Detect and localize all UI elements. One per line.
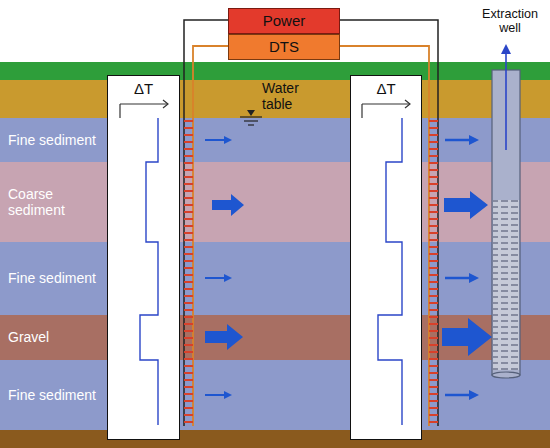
node-text: Extraction well: [472, 7, 548, 36]
temperature-profile: [378, 118, 402, 425]
grass-layer: [0, 62, 550, 80]
water-table-marker: [247, 110, 255, 116]
profile-panel: ΔT: [107, 75, 180, 440]
water-table-symbol: [240, 117, 262, 125]
water-table-label: Water table: [262, 80, 312, 112]
well-screen: [493, 200, 519, 370]
sediment-band: Fine sediment: [0, 242, 104, 315]
well-flow-arrow: [501, 44, 511, 54]
power-wire: [184, 20, 228, 426]
node-text: Fine sediment: [8, 132, 96, 148]
dts-box: DTS: [228, 34, 340, 60]
coarse-layer: [0, 162, 550, 242]
well-bottom: [492, 372, 520, 378]
well-flow-line: [505, 52, 507, 150]
power-box: Power: [228, 8, 340, 34]
profile-panel: ΔT: [350, 75, 422, 440]
gravel-layer: [0, 315, 550, 360]
fine-layer: [0, 242, 550, 315]
node-text: Coarse sediment: [8, 186, 100, 218]
panel-ground: [350, 75, 422, 440]
node-text: Fine sediment: [8, 270, 96, 286]
bedrock-layer: [0, 430, 550, 448]
temperature-profile: [140, 118, 158, 425]
node-text: DTS: [269, 38, 299, 55]
heating-ticks: [429, 120, 438, 424]
power-wire: [340, 20, 438, 426]
fiber-cable: [193, 46, 228, 426]
sediment-band: Coarse sediment: [0, 162, 104, 242]
fiber-cable: [340, 46, 429, 426]
node-text: Power: [263, 12, 306, 29]
node-text: Gravel: [8, 329, 49, 345]
heating-ticks: [184, 120, 193, 424]
fine-layer: [0, 118, 550, 162]
flow-arrows: [205, 135, 492, 400]
node-text: ΔT: [376, 80, 395, 97]
well-label: Extraction well: [472, 2, 548, 40]
sediment-band: Fine sediment: [0, 118, 104, 162]
sediment-band: Gravel: [0, 315, 104, 360]
soil-layer: [0, 80, 550, 118]
sediment-band: Fine sediment: [0, 360, 104, 430]
fine-layer: [0, 360, 550, 430]
panel-ground: [107, 75, 180, 440]
node-text: ΔT: [134, 80, 153, 97]
node-text: Fine sediment: [8, 387, 96, 403]
